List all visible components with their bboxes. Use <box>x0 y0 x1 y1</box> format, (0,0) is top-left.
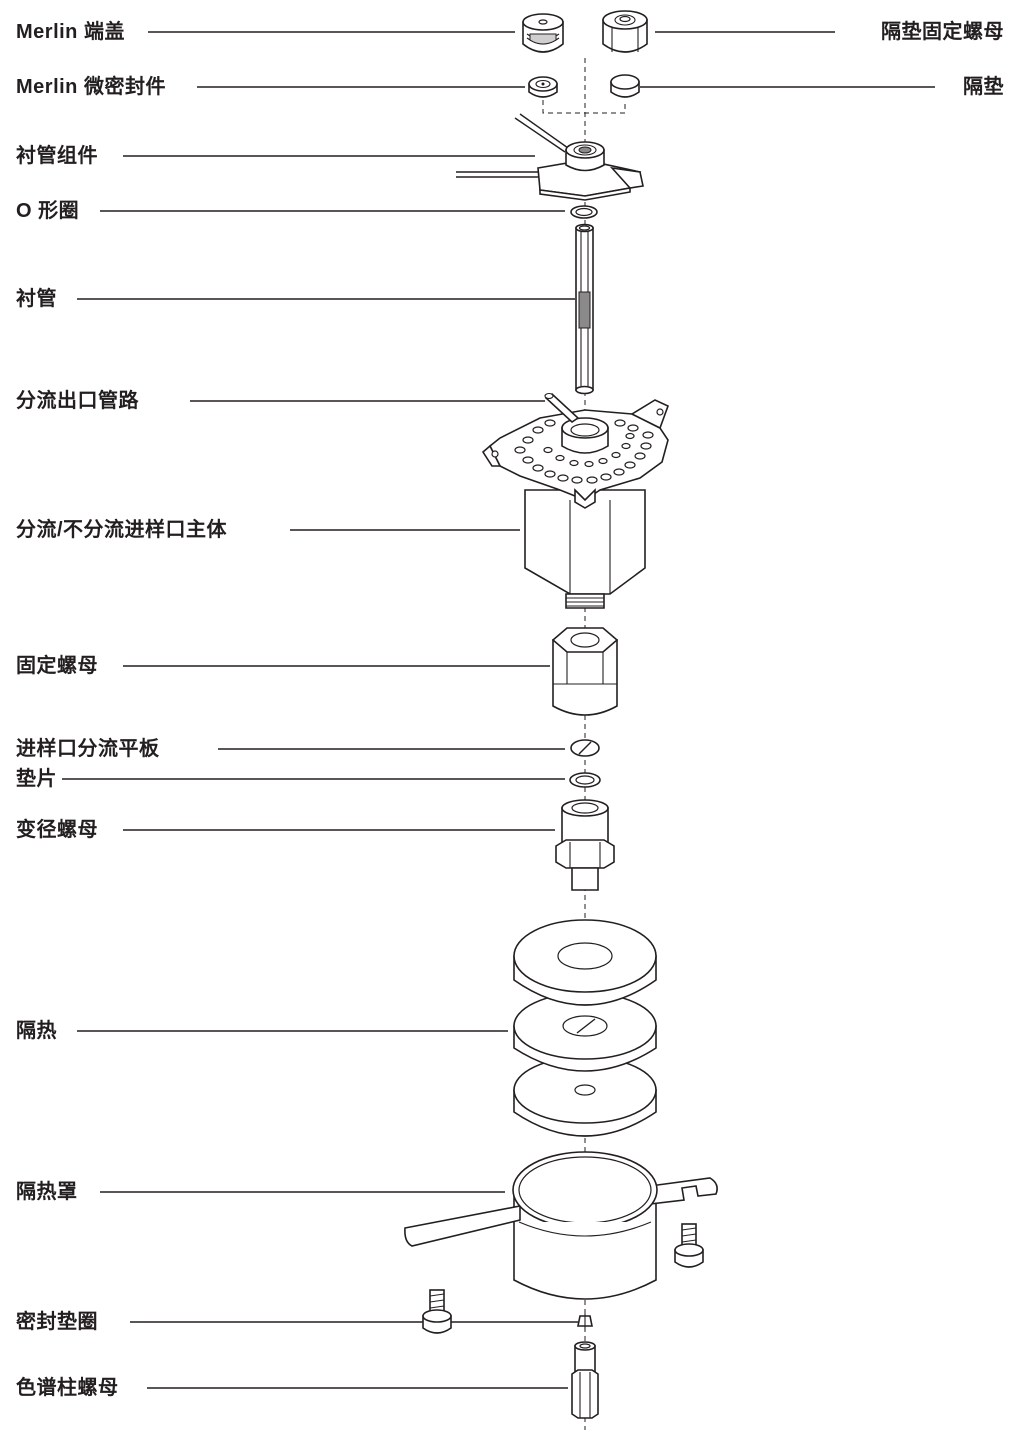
label-column-nut: 色谱柱螺母 <box>16 1377 119 1399</box>
label-o-ring: O 形圈 <box>16 200 80 222</box>
label-inlet-body: 分流/不分流进样口主体 <box>16 519 228 541</box>
label-split-vent-line: 分流出口管路 <box>16 390 139 412</box>
leader-lines <box>62 31 935 1389</box>
label-septum: 隔垫 <box>963 76 1004 98</box>
label-liner-assembly: 衬管组件 <box>16 145 98 167</box>
flange-holes <box>514 419 654 484</box>
label-merlin-microseal: Merlin 微密封件 <box>16 76 166 98</box>
label-ferrule: 密封垫圈 <box>16 1311 98 1333</box>
label-reducing-nut: 变径螺母 <box>16 819 98 841</box>
label-insulation: 隔热 <box>16 1020 57 1042</box>
left-screw-part <box>422 1289 452 1334</box>
merlin-cap-part <box>522 13 564 53</box>
label-septum-nut: 隔垫固定螺母 <box>881 21 1004 43</box>
washer-part <box>569 772 601 788</box>
column-nut-part <box>571 1341 599 1419</box>
insulation-part <box>513 919 657 1137</box>
inlet-body-part <box>481 392 670 609</box>
split-plate-part <box>570 739 600 757</box>
label-retaining-nut: 固定螺母 <box>16 655 98 677</box>
merlin-microseal-part <box>528 76 558 98</box>
label-split-plate: 进样口分流平板 <box>16 738 160 760</box>
liner-part <box>575 223 594 395</box>
reducing-nut-part <box>555 799 615 891</box>
o-ring-part <box>570 205 598 219</box>
right-screw-part <box>674 1223 704 1268</box>
label-merlin-cap: Merlin 端盖 <box>16 21 125 43</box>
liner-assembly-part <box>456 113 644 201</box>
label-washer: 垫片 <box>16 768 57 790</box>
retaining-nut-part <box>551 627 619 716</box>
label-insulation-cup: 隔热罩 <box>16 1181 78 1203</box>
septum-part <box>610 74 640 98</box>
alternative-bracket <box>542 100 626 114</box>
label-liner: 衬管 <box>16 288 57 310</box>
ferrule-part <box>577 1314 593 1330</box>
insulation-cup-part <box>404 1151 718 1300</box>
septum-nut-part <box>602 10 648 53</box>
